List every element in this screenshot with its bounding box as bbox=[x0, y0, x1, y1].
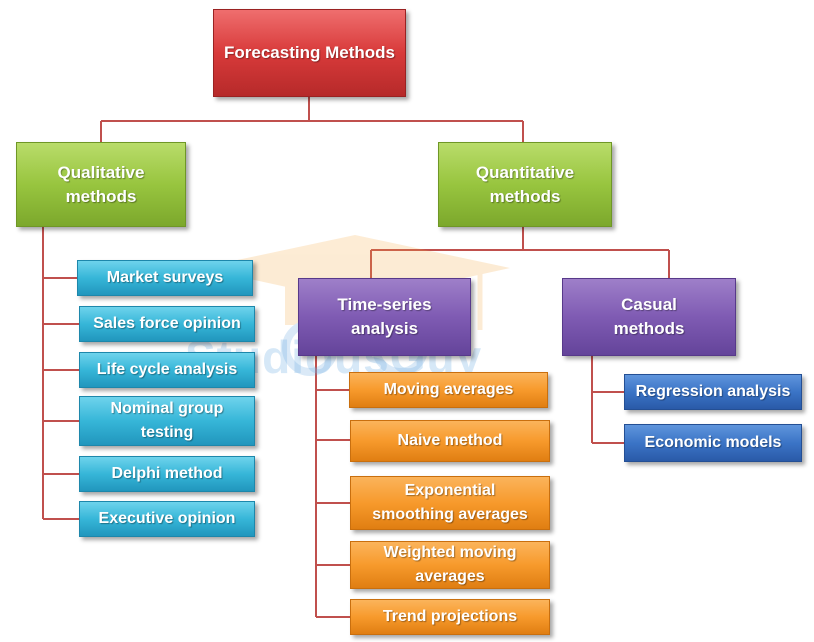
node-label: Trend projections bbox=[382, 608, 518, 625]
node-moving-averages: Moving averages bbox=[349, 372, 548, 408]
node-label-line: methods bbox=[65, 186, 137, 206]
node-label: Regression analysis bbox=[635, 383, 791, 400]
node-exponential-smoothing-averages: Exponential smoothing averages bbox=[350, 476, 550, 530]
node-life-cycle-analysis: Life cycle analysis bbox=[79, 352, 255, 388]
node-executive-opinion: Executive opinion bbox=[79, 501, 255, 537]
node-regression-analysis: Regression analysis bbox=[624, 374, 802, 410]
node-label: Sales force opinion bbox=[93, 315, 241, 332]
node-label: Moving averages bbox=[383, 381, 514, 398]
node-label-line: Exponential bbox=[404, 482, 496, 499]
node-label: Delphi method bbox=[111, 465, 223, 482]
node-label-line: Weighted moving bbox=[383, 544, 517, 561]
node-nominal-group-testing: Nominal group testing bbox=[79, 396, 255, 446]
node-casual-methods: Casual methods bbox=[562, 278, 736, 356]
node-label-line: Nominal group bbox=[110, 400, 224, 417]
node-label: Executive opinion bbox=[98, 510, 236, 527]
node-label-line: methods bbox=[489, 186, 561, 206]
node-weighted-moving-averages: Weighted moving averages bbox=[350, 541, 550, 589]
node-delphi-method: Delphi method bbox=[79, 456, 255, 492]
node-qualitative-methods: Qualitative methods bbox=[16, 142, 186, 227]
node-label-line: averages bbox=[415, 568, 485, 585]
node-label: Forecasting Methods bbox=[224, 43, 395, 62]
node-economic-models: Economic models bbox=[624, 424, 802, 462]
node-label-line: smoothing averages bbox=[372, 506, 528, 523]
node-label: Economic models bbox=[644, 434, 782, 451]
node-trend-projections: Trend projections bbox=[350, 599, 550, 635]
node-label-line: Time-series bbox=[337, 295, 432, 314]
node-label: Life cycle analysis bbox=[96, 361, 238, 378]
node-forecasting-methods: Forecasting Methods bbox=[213, 9, 406, 97]
node-label-line: analysis bbox=[350, 319, 419, 338]
node-label-line: testing bbox=[140, 424, 194, 441]
node-naive-method: Naive method bbox=[350, 420, 550, 462]
node-label: Market surveys bbox=[106, 269, 224, 286]
node-quantitative-methods: Quantitative methods bbox=[438, 142, 612, 227]
node-label-line: Qualitative bbox=[57, 162, 145, 182]
node-time-series-analysis: Time-series analysis bbox=[298, 278, 471, 356]
node-label-line: Casual bbox=[621, 295, 677, 314]
node-market-surveys: Market surveys bbox=[77, 260, 253, 296]
node-label-line: Quantitative bbox=[475, 162, 575, 182]
node-label-line: methods bbox=[613, 319, 685, 338]
node-sales-force-opinion: Sales force opinion bbox=[79, 306, 255, 342]
node-label: Naive method bbox=[397, 432, 503, 449]
